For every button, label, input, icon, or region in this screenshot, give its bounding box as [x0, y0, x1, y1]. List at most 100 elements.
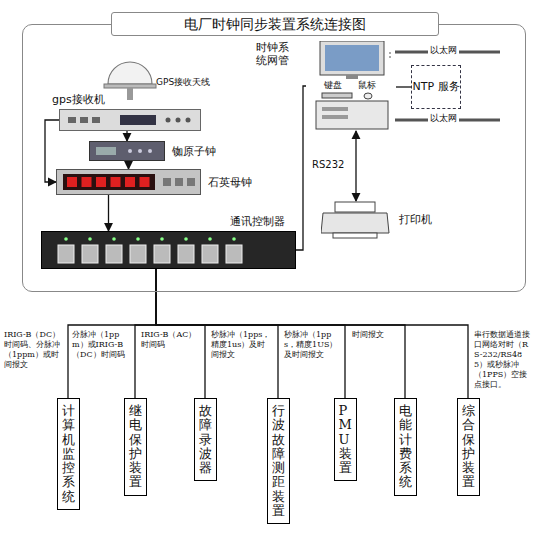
panel-part — [202, 245, 218, 263]
panel-part — [112, 237, 116, 241]
antenna-base — [104, 84, 156, 88]
panel-part — [322, 93, 352, 98]
node-label: 计算机监控系统 — [62, 404, 75, 504]
panel-part — [96, 177, 106, 187]
connector — [108, 195, 109, 231]
panel-part — [325, 45, 379, 71]
node-label: 石英母钟 — [208, 176, 252, 189]
panel-part — [106, 245, 122, 263]
panel-part — [226, 245, 242, 263]
device-face — [321, 201, 391, 239]
panel-part — [160, 237, 164, 241]
node-label: 铷原子钟 — [172, 145, 216, 158]
panel-part — [88, 237, 92, 241]
panel-part — [120, 115, 156, 125]
device-box: 电能计费系统 — [394, 398, 417, 496]
node-label: 打印机 — [399, 213, 432, 226]
panel-part — [335, 202, 375, 212]
antenna-dome — [108, 62, 152, 84]
panel-part — [187, 178, 195, 186]
device-face — [42, 232, 295, 268]
connector — [296, 86, 306, 250]
panel-part — [63, 174, 155, 190]
panel-part — [148, 149, 152, 153]
device: 时钟系统网管 — [306, 41, 396, 131]
node-label: 综合保护装置 — [462, 404, 475, 490]
panel-part — [186, 118, 191, 123]
antenna-mast — [127, 88, 133, 100]
node-label: NTP 服务 — [412, 80, 459, 94]
system-region: 电厂时钟同步装置系统连接图gps接收机铷原子钟石英母钟通讯控制器时钟系统网管NT… — [22, 24, 526, 292]
panel-part — [163, 178, 171, 186]
device-box: 计算机监控系统 — [57, 398, 80, 510]
edge-label: RS232 — [312, 159, 344, 171]
device-box: 继电保护装置 — [124, 398, 147, 496]
device-face — [306, 41, 396, 131]
signal-label: 串行数据通道接口网络对时（RS-232/RS485）或秒脉冲（1PPS）空接点接… — [474, 330, 532, 390]
gps-antenna — [104, 62, 156, 100]
device-box: 故障录波器 — [194, 398, 217, 481]
device: 石英母钟 — [56, 169, 201, 195]
panel-part — [138, 149, 142, 153]
connector — [396, 86, 411, 87]
signal-label: IRIG-B（DC）时间码、分脉冲（1ppm）或时间报文 — [4, 330, 62, 370]
part-label: 以太网 — [428, 113, 459, 124]
signal-label: 秒脉冲（1pps，精度1us）及时间报文 — [211, 330, 273, 360]
panel-part — [346, 75, 358, 79]
device-box: 综合保护装置 — [457, 398, 480, 496]
node-label: gps接收机 — [52, 93, 105, 106]
signal-label: 时间报文 — [352, 330, 400, 340]
network-tap — [390, 52, 391, 60]
device-box: PMU装置 — [334, 398, 357, 481]
device-face — [57, 170, 200, 194]
device-face — [60, 110, 200, 130]
signal-label: 秒脉冲（1pps，精度1US）及时间报文 — [284, 330, 340, 360]
device: NTP 服务 — [411, 65, 461, 109]
panel-part — [320, 41, 384, 75]
node-label: 继电保护装置 — [129, 404, 142, 490]
node-label: 故障录波器 — [199, 404, 212, 475]
signal-label: IRIG-B（AC）时间码 — [141, 330, 199, 350]
panel-part — [176, 118, 181, 123]
panel-part — [208, 237, 212, 241]
panel-part — [136, 237, 140, 241]
panel-part — [111, 177, 121, 187]
signal-label: 分脉冲（1ppm）或IRIG-B（DC）时间码 — [72, 330, 130, 360]
panel-part — [166, 118, 171, 123]
device: 铷原子钟 — [89, 141, 165, 161]
panel-part — [82, 245, 98, 263]
panel-part — [67, 177, 77, 187]
node-label: 时钟系统网管 — [256, 41, 292, 67]
node-label: 行波故障测距装置 — [272, 404, 285, 518]
part-label: 以太网 — [428, 45, 459, 56]
device-box: 行波故障测距装置 — [267, 398, 290, 524]
panel-part — [333, 233, 377, 238]
connector — [128, 161, 129, 169]
node-label: 通讯控制器 — [230, 215, 285, 228]
panel-part — [130, 245, 146, 263]
panel-part — [96, 147, 116, 155]
panel-part — [128, 149, 132, 153]
device-face — [90, 142, 164, 160]
panel-part — [154, 245, 170, 263]
connector — [156, 269, 468, 398]
panel-part — [175, 178, 183, 186]
panel-part — [232, 237, 236, 241]
panel-part — [316, 101, 388, 129]
part-label: 鼠标 — [358, 80, 376, 91]
node-label: 电能计费系统 — [399, 404, 412, 490]
diagram-title: 电厂时钟同步装置系统连接图 — [111, 12, 439, 36]
panel-part — [68, 117, 76, 123]
panel-part — [80, 117, 88, 123]
panel-part — [364, 93, 372, 99]
device: gps接收机 — [59, 109, 201, 131]
panel-part — [321, 213, 389, 233]
panel-part — [58, 245, 74, 263]
part-label: 键盘 — [324, 80, 342, 91]
panel-part — [140, 177, 150, 187]
node-label: PMU装置 — [339, 404, 352, 475]
panel-part — [322, 115, 348, 119]
panel-part — [322, 107, 348, 111]
panel-part — [64, 237, 68, 241]
connector — [126, 131, 127, 141]
